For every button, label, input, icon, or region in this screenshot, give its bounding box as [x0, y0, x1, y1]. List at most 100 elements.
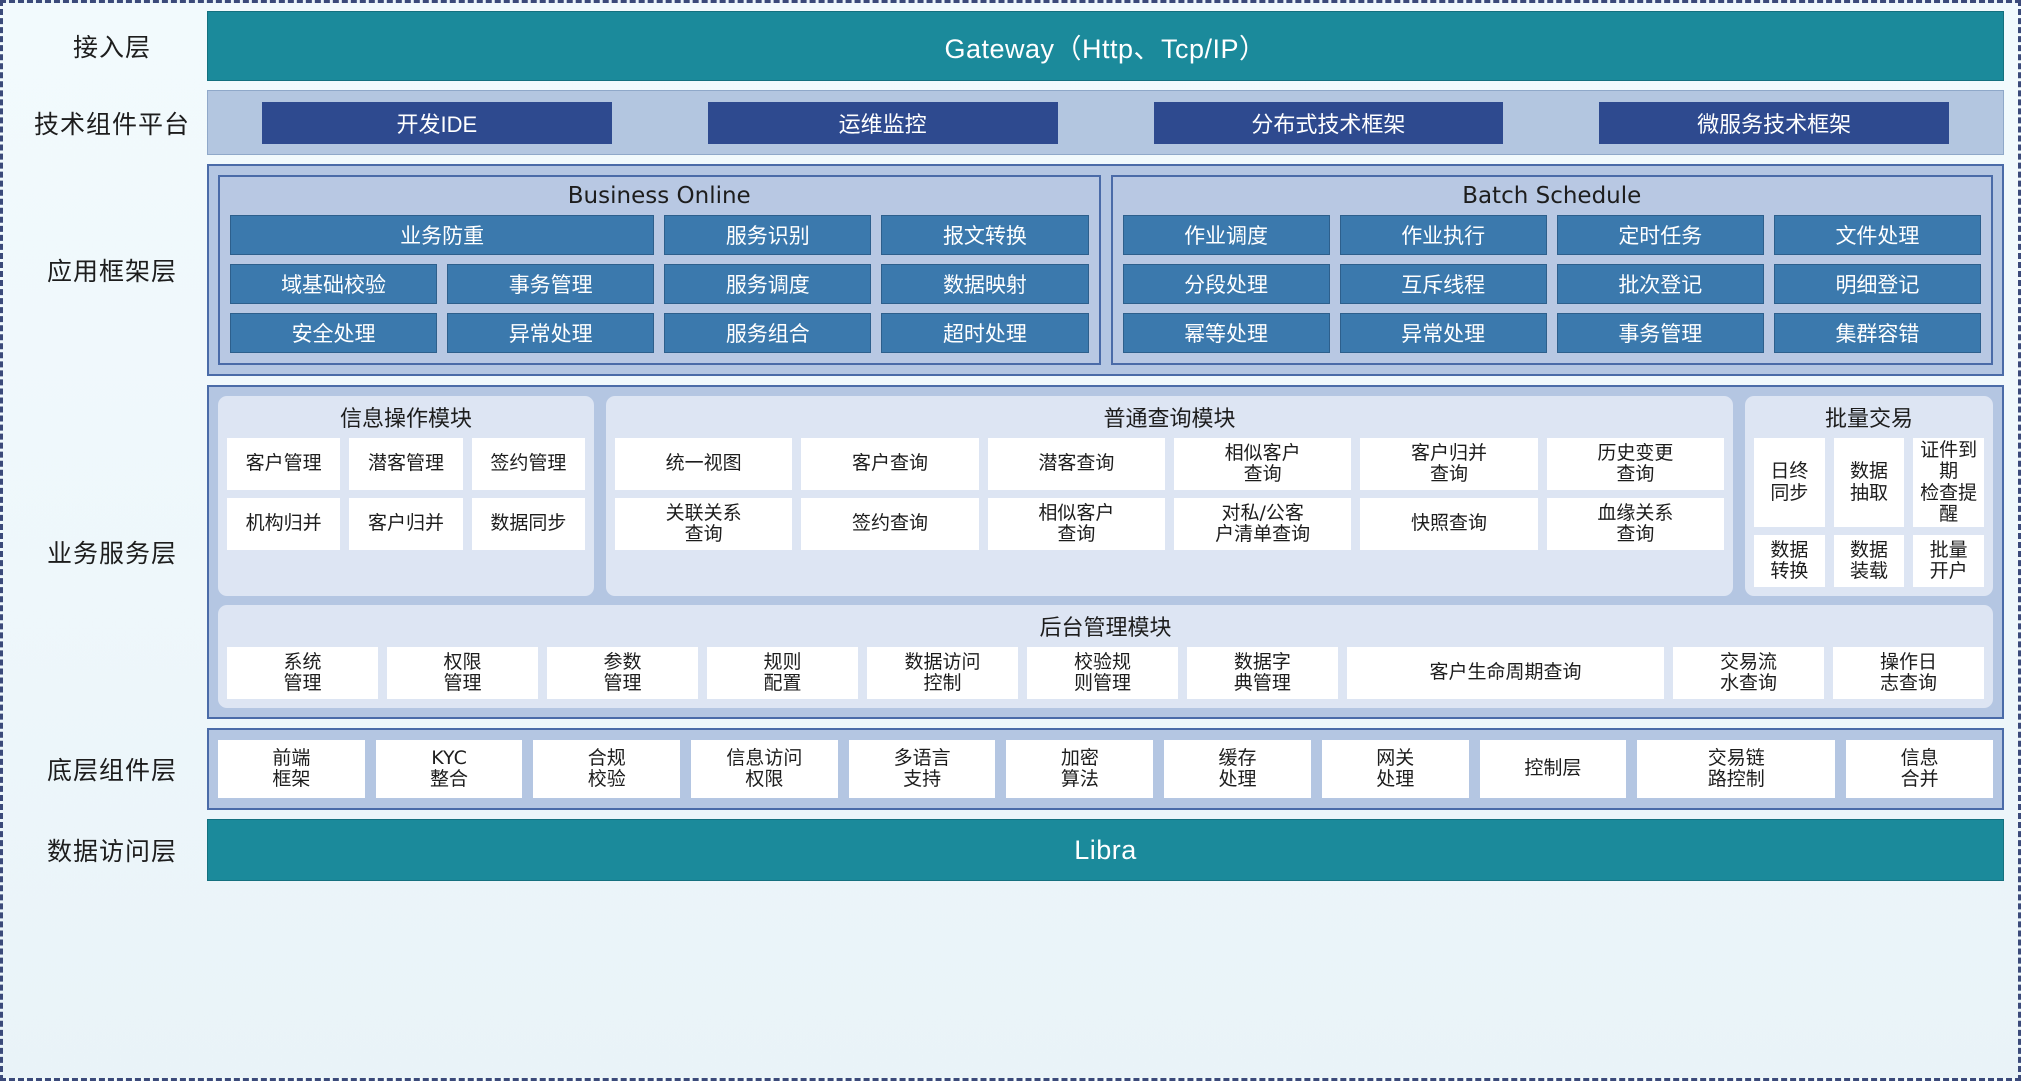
cell-relation-query[interactable]: 关联关系查询: [615, 498, 793, 550]
cell-contract-query[interactable]: 签约查询: [801, 498, 979, 550]
cell-rule-config[interactable]: 规则配置: [706, 647, 858, 700]
chip-job-execute[interactable]: 作业执行: [1339, 215, 1547, 255]
cell-contract-mgmt[interactable]: 签约管理: [471, 438, 585, 490]
cell-frontend-framework[interactable]: 前端框架: [218, 740, 365, 799]
chip-idempotent-processing[interactable]: 幂等处理: [1122, 313, 1330, 353]
cell-customer-merge[interactable]: 客户归并: [349, 498, 463, 550]
query-module-grid: 统一视图 客户查询 潜客查询 相似客户查询 客户归并查询 历史变更查询 关联关系…: [615, 438, 1724, 550]
cell-gateway-processing[interactable]: 网关处理: [1321, 740, 1469, 799]
cell-similar-customer-query[interactable]: 相似客户查询: [1173, 438, 1352, 490]
cell-info-access-permission[interactable]: 信息访问权限: [691, 740, 838, 799]
chip-detail-registration[interactable]: 明细登记: [1773, 264, 1981, 304]
card-query-module: 普通查询模块 统一视图 客户查询 潜客查询 相似客户查询 客户归并查询 历史变更…: [606, 396, 1733, 597]
tech-chip-ide[interactable]: 开发IDE: [262, 101, 612, 144]
business-online-grid: 业务防重 服务识别 报文转换 域基础校验 事务管理 服务调度 数据映射 安全处理…: [230, 215, 1089, 353]
cell-parameter-mgmt[interactable]: 参数管理: [546, 647, 698, 700]
chip-segmented-processing[interactable]: 分段处理: [1122, 264, 1330, 304]
card-info-module: 信息操作模块 客户管理 潜客管理 签约管理 机构归并 客户归并 数据同步: [218, 396, 594, 597]
chip-cluster-fault-tolerance[interactable]: 集群容错: [1773, 313, 1981, 353]
tech-chip-ops-monitor[interactable]: 运维监控: [707, 101, 1058, 144]
tech-chip-distributed-framework[interactable]: 分布式技术框架: [1153, 101, 1504, 144]
cell-operation-log-query[interactable]: 操作日志查询: [1833, 647, 1984, 700]
tech-chip-microservice-framework[interactable]: 微服务技术框架: [1599, 101, 1949, 144]
chip-file-processing[interactable]: 文件处理: [1773, 215, 1981, 255]
chip-exception-processing[interactable]: 异常处理: [447, 313, 655, 353]
chip-data-mapping[interactable]: 数据映射: [881, 264, 1089, 304]
chip-batch-registration[interactable]: 批次登记: [1556, 264, 1764, 304]
cell-data-load[interactable]: 数据装载: [1833, 535, 1905, 588]
batch-trade-grid: 日终同步 数据抽取 证件到期检查提醒 数据转换 数据装载 批量开户: [1754, 438, 1984, 588]
cell-unified-view[interactable]: 统一视图: [615, 438, 793, 490]
layer-label-tech: 技术组件平台: [33, 109, 190, 139]
cell-customer-mgmt[interactable]: 客户管理: [227, 438, 341, 490]
layer-label-base: 底层组件层: [46, 756, 177, 786]
chip-business-dedup[interactable]: 业务防重: [230, 215, 655, 255]
card-title-admin-module: 后台管理模块: [1039, 616, 1172, 642]
cell-similar-customer-query-2[interactable]: 相似客户查询: [987, 498, 1165, 550]
cell-prospect-mgmt[interactable]: 潜客管理: [349, 438, 463, 490]
cell-private-public-list-query[interactable]: 对私/公客户清单查询: [1173, 498, 1352, 550]
layer-label-access: 接入层: [72, 33, 151, 62]
cell-transaction-chain-control[interactable]: 交易链路控制: [1637, 740, 1836, 799]
card-admin-module: 后台管理模块 系统管理 权限管理 参数管理 规则配置 数据访问控制 校验规则管理…: [218, 605, 1993, 709]
gateway-bar: Gateway（Http、Tcp/IP）: [207, 11, 2004, 81]
card-batch-trade: 批量交易 日终同步 数据抽取 证件到期检查提醒 数据转换 数据装载 批量开户: [1745, 396, 1993, 597]
app-framework-band: Business Online 业务防重 服务识别 报文转换 域基础校验 事务管…: [207, 164, 2004, 376]
cell-info-merge[interactable]: 信息合并: [1846, 740, 1993, 799]
cell-validation-rule-mgmt[interactable]: 校验规则管理: [1026, 647, 1178, 700]
cell-cache-processing[interactable]: 缓存处理: [1164, 740, 1311, 799]
cell-permission-mgmt[interactable]: 权限管理: [386, 647, 538, 700]
panel-title-business-online: Business Online: [567, 183, 751, 209]
chip-transaction-mgmt[interactable]: 事务管理: [447, 264, 655, 304]
cell-data-access-control[interactable]: 数据访问控制: [866, 647, 1018, 700]
cell-data-extract[interactable]: 数据抽取: [1833, 438, 1905, 528]
cell-multilanguage-support[interactable]: 多语言支持: [848, 740, 996, 799]
chip-domain-validation[interactable]: 域基础校验: [230, 264, 438, 304]
cell-batch-account-open[interactable]: 批量开户: [1913, 535, 1984, 588]
cell-lineage-query[interactable]: 血缘关系查询: [1546, 498, 1724, 550]
batch-schedule-grid: 作业调度 作业执行 定时任务 文件处理 分段处理 互斥线程 批次登记 明细登记 …: [1122, 215, 1981, 353]
cell-transaction-flow-query[interactable]: 交易流水查询: [1673, 647, 1824, 700]
card-title-info-module: 信息操作模块: [339, 407, 472, 432]
panel-title-batch-schedule: Batch Schedule: [1462, 183, 1642, 209]
cell-data-transform[interactable]: 数据转换: [1754, 535, 1825, 588]
cell-customer-lifecycle-query[interactable]: 客户生命周期查询: [1346, 647, 1665, 700]
panel-batch-schedule: Batch Schedule 作业调度 作业执行 定时任务 文件处理 分段处理 …: [1110, 175, 1993, 365]
chip-service-composition[interactable]: 服务组合: [664, 313, 872, 353]
chip-mutex-thread[interactable]: 互斥线程: [1339, 264, 1547, 304]
chip-security-processing[interactable]: 安全处理: [230, 313, 438, 353]
cell-compliance-check[interactable]: 合规校验: [533, 740, 681, 799]
cell-cert-expiry-reminder[interactable]: 证件到期检查提醒: [1913, 438, 1984, 528]
info-module-grid: 客户管理 潜客管理 签约管理 机构归并 客户归并 数据同步: [227, 438, 585, 550]
cell-snapshot-query[interactable]: 快照查询: [1360, 498, 1538, 550]
cell-customer-query[interactable]: 客户查询: [801, 438, 979, 490]
cell-data-dictionary-mgmt[interactable]: 数据字典管理: [1186, 647, 1338, 700]
cell-customer-merge-query[interactable]: 客户归并查询: [1360, 438, 1538, 490]
cell-history-change-query[interactable]: 历史变更查询: [1546, 438, 1724, 490]
cell-system-mgmt[interactable]: 系统管理: [227, 647, 378, 700]
chip-timeout-processing[interactable]: 超时处理: [881, 313, 1089, 353]
chip-batch-transaction-mgmt[interactable]: 事务管理: [1556, 313, 1764, 353]
libra-bar: Libra: [207, 819, 2004, 882]
cell-eod-sync[interactable]: 日终同步: [1754, 438, 1825, 528]
chip-timed-task[interactable]: 定时任务: [1556, 215, 1764, 255]
chip-service-identify[interactable]: 服务识别: [664, 215, 872, 255]
chip-message-transform[interactable]: 报文转换: [881, 215, 1089, 255]
cell-data-sync[interactable]: 数据同步: [471, 498, 585, 550]
layer-label-service: 业务服务层: [46, 539, 177, 569]
cell-encryption-algorithm[interactable]: 加密算法: [1006, 740, 1154, 799]
chip-service-dispatch[interactable]: 服务调度: [664, 264, 872, 304]
cell-org-merge[interactable]: 机构归并: [227, 498, 341, 550]
admin-module-grid: 系统管理 权限管理 参数管理 规则配置 数据访问控制 校验规则管理 数据字典管理…: [227, 647, 1984, 700]
layer-label-appfw: 应用框架层: [46, 257, 177, 286]
business-service-band: 信息操作模块 客户管理 潜客管理 签约管理 机构归并 客户归并 数据同步 普通查…: [207, 385, 2004, 720]
chip-batch-exception-processing[interactable]: 异常处理: [1339, 313, 1547, 353]
tech-component-band: 开发IDE 运维监控 分布式技术框架 微服务技术框架: [207, 90, 2004, 155]
chip-job-schedule[interactable]: 作业调度: [1122, 215, 1330, 255]
cell-prospect-query[interactable]: 潜客查询: [987, 438, 1165, 490]
cell-control-layer[interactable]: 控制层: [1479, 740, 1627, 799]
